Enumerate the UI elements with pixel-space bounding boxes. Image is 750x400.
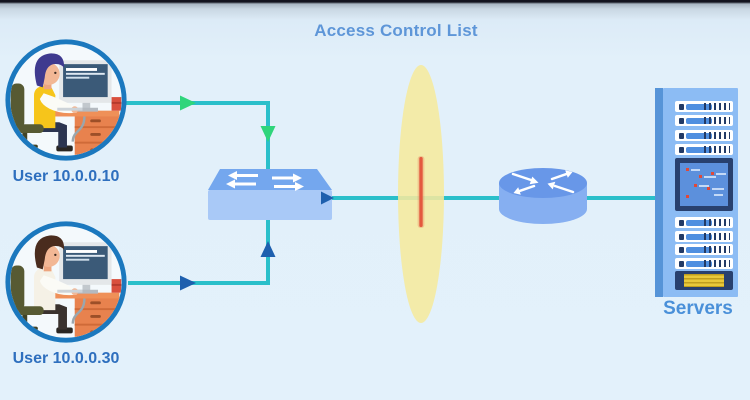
server-unit-group (675, 101, 733, 129)
server-unit-group (675, 130, 733, 158)
rack-monitor-panel (675, 158, 733, 211)
router-body-bottom (499, 194, 587, 224)
router-arrows (511, 172, 575, 194)
flow-arrow-switch-out-icon (321, 191, 334, 205)
flow-arrow-green-down-icon (260, 126, 276, 142)
flow-arrow-green-right-icon (180, 95, 196, 111)
server-unit (675, 217, 733, 228)
server-unit-group (675, 217, 733, 245)
server-unit (675, 231, 733, 242)
hair (34, 235, 65, 270)
monitor-stand (82, 282, 91, 293)
switch-top-face (208, 169, 332, 190)
hair (34, 53, 65, 88)
switch-port-arrows (235, 174, 295, 188)
server-unit (675, 115, 733, 126)
connection-line-user2 (128, 218, 270, 285)
connection-line-user1 (126, 101, 270, 172)
router-top-face (499, 168, 587, 198)
chair-back (10, 83, 25, 129)
router-arrowheads (513, 170, 573, 195)
monitor-stand (82, 100, 91, 111)
user-1-label: User 10.0.0.10 (12, 168, 120, 185)
keyboard (57, 289, 83, 293)
chair-back (10, 265, 25, 311)
flow-arrow-blue-up-icon (260, 241, 276, 257)
legs (39, 122, 67, 148)
router-icon (499, 168, 587, 224)
server-unit (675, 130, 733, 141)
rack-vent-panel (675, 271, 733, 290)
rack-monitor-screen (680, 163, 728, 206)
desk-top (53, 292, 120, 299)
user-1-workstation-icon (3, 37, 129, 163)
server-unit (675, 244, 733, 255)
user-2-workstation-icon (3, 219, 129, 345)
legs (39, 304, 67, 330)
desk-top (53, 110, 120, 117)
cable (71, 116, 86, 142)
keyboard (57, 107, 83, 111)
servers-label: Servers (663, 298, 733, 319)
server-unit-group (675, 244, 733, 272)
network-switch-icon (208, 169, 332, 220)
diagram-title: Access Control List (314, 21, 478, 40)
switch-port-arrowheads (226, 171, 304, 191)
server-unit (675, 258, 733, 269)
server-unit (675, 101, 733, 112)
rack-frame (663, 88, 738, 297)
switch-front-face (208, 190, 332, 220)
user-2-label: User 10.0.0.30 (12, 350, 120, 367)
rack-side-rail (655, 88, 663, 297)
server-rack-icon (655, 88, 738, 297)
server-unit (675, 144, 733, 155)
flow-arrow-blue-right-icon (180, 275, 196, 291)
cable (71, 298, 86, 324)
acl-rule-marker (419, 157, 423, 227)
